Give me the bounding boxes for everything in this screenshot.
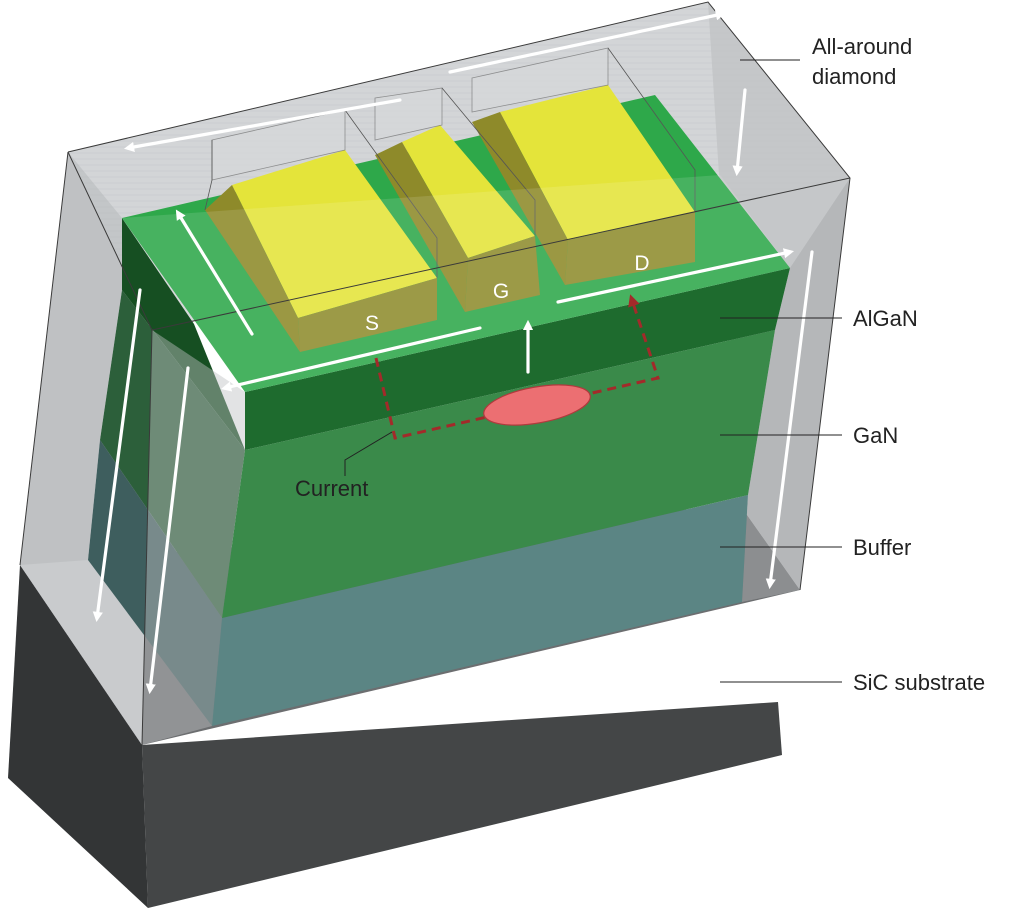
- electrodes: [205, 85, 695, 352]
- gan-front: [222, 330, 775, 618]
- algan-left: [122, 218, 245, 450]
- source-electrode: [205, 150, 437, 352]
- arrow-right-down: [765, 250, 814, 590]
- gan-label: GaN: [853, 423, 898, 448]
- arrow-top-left: [123, 98, 402, 152]
- gate-label: G: [493, 280, 509, 303]
- hotspot: [483, 384, 591, 426]
- buffer-label: Buffer: [853, 535, 911, 560]
- sic-label: SiC substrate: [853, 670, 985, 695]
- arrow-algan-front-right: [556, 248, 795, 304]
- heat-flow-arrows: [92, 10, 814, 695]
- arrow-left-down-2: [145, 366, 190, 695]
- buffer-front: [212, 495, 748, 726]
- arrow-algan-front-left: [221, 326, 482, 392]
- arrow-algan-left-up: [175, 209, 254, 336]
- gan-left: [100, 290, 245, 618]
- arrow-right-top: [732, 88, 747, 177]
- diamond-front-face: [142, 330, 245, 745]
- diamond-label-line1: All-around: [812, 34, 912, 59]
- arrow-top-right: [448, 10, 727, 74]
- device-left-side: [88, 218, 245, 726]
- current-path: [374, 294, 660, 440]
- diamond-top-layer: [122, 175, 790, 392]
- arrow-left-down-1: [92, 288, 142, 623]
- sic-substrate-left: [8, 565, 148, 908]
- algan-label: AlGaN: [853, 306, 918, 331]
- diamond-front-left: [20, 152, 122, 565]
- buffer-left: [88, 440, 222, 726]
- drain-label: D: [634, 252, 649, 275]
- algan-front: [245, 268, 790, 450]
- source-label: S: [365, 312, 379, 335]
- layer-labels: All-around diamond AlGaN GaN Buffer SiC …: [295, 34, 985, 695]
- drain-electrode: [472, 85, 695, 285]
- sic-substrate-front: [142, 702, 782, 908]
- current-label: Current: [295, 476, 368, 501]
- diamond-label-line2: diamond: [812, 64, 896, 89]
